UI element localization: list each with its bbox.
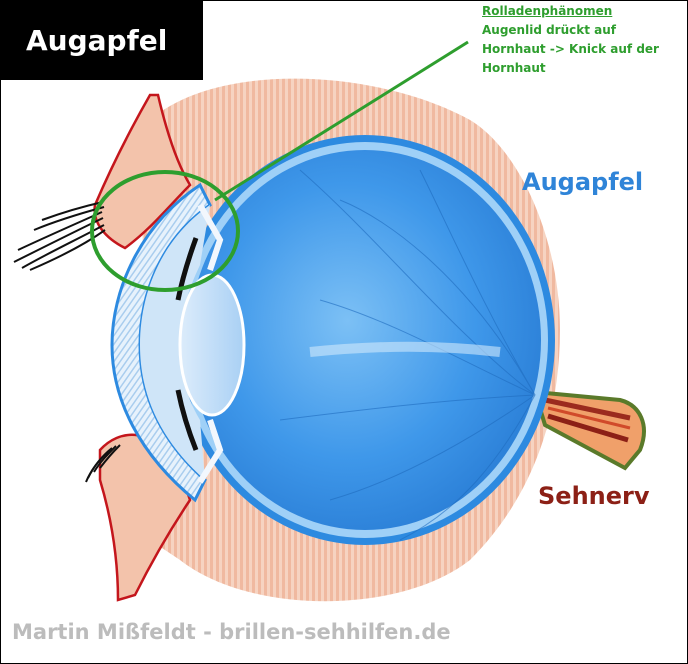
label-optic-nerve: Sehnerv bbox=[538, 482, 650, 510]
iris bbox=[175, 237, 199, 301]
annotation-line-3: Hornhaut bbox=[482, 61, 546, 75]
annotation-circle bbox=[90, 170, 240, 292]
annotation-line-1: Augenlid drückt auf bbox=[482, 23, 617, 37]
rolladen-annotation: Rolladenphänomen Augenlid drückt auf Hor… bbox=[482, 2, 688, 78]
anterior-chamber bbox=[140, 205, 210, 480]
annotation-pointer bbox=[214, 40, 469, 202]
annotation-line-2: Hornhaut -> Knick auf der bbox=[482, 42, 659, 56]
upper-eyelid bbox=[93, 93, 192, 250]
retina-vessels bbox=[279, 169, 536, 541]
lower-eyelashes-icon bbox=[85, 444, 121, 483]
vitreous-body bbox=[189, 150, 541, 530]
title-banner: Augapfel bbox=[0, 0, 203, 80]
annotation-heading: Rolladenphänomen bbox=[482, 4, 613, 18]
lens bbox=[178, 273, 246, 417]
label-eyeball: Augapfel bbox=[522, 168, 644, 196]
credit-watermark: Martin Mißfeldt - brillen-sehhilfen.de bbox=[12, 620, 451, 644]
optic-nerve bbox=[532, 389, 646, 471]
ciliary-body bbox=[197, 203, 224, 271]
